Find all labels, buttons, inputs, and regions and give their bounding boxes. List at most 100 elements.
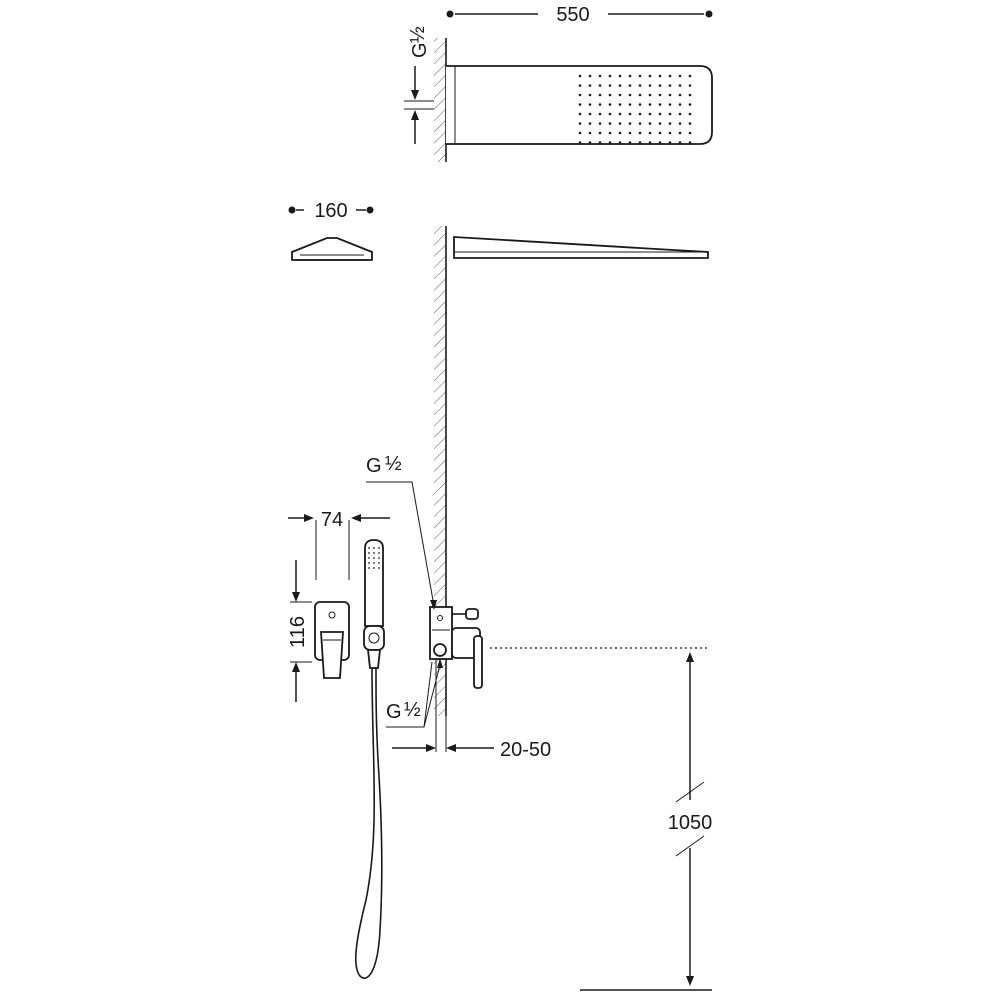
nozzle-dot [688,141,692,144]
nozzle-dot [678,74,682,78]
nozzle-dot [648,122,652,125]
nozzle-dot [608,74,612,78]
mixing-valve-body [429,606,483,689]
nozzle-dot [688,122,692,125]
nozzle-dot [658,141,662,144]
nozzle-dot [588,74,592,78]
nozzle-dot [588,141,592,144]
nozzle-dot [668,103,672,106]
nozzle-dot [598,122,602,125]
label-outlet-g: G [386,701,402,723]
nozzle-dot [628,131,632,135]
nozzle-dot [578,84,582,87]
nozzle-dot [578,141,582,144]
nozzle-dot [658,112,662,116]
nozzle-dot [658,131,662,135]
label-top-half: ½ [407,26,429,43]
nozzle-dot [668,122,672,125]
nozzle-dot [608,112,612,116]
shower-head-top-view [434,38,713,162]
nozzle-dot [608,93,612,97]
nozzle-dot [618,93,622,97]
nozzle-dot [598,74,602,78]
label-160: 160 [314,200,347,222]
nozzle-dot [658,93,662,97]
nozzle-dot [658,74,662,78]
nozzle-dot [608,103,612,106]
nozzle-dot [638,93,642,97]
nozzle-dot [638,141,642,144]
nozzle-dot [628,122,632,125]
hand-nozzle-dot [373,562,375,564]
dimension-valve-outlet: G ½ [386,658,443,728]
hand-nozzle-dot [373,552,375,554]
nozzle-dot [618,74,622,78]
nozzle-dot [628,103,632,106]
nozzle-dot [608,141,612,144]
hand-nozzle-dot [378,557,380,559]
nozzle-dot [598,141,602,144]
shower-head-end-view [291,237,373,261]
nozzle-dot [638,74,642,78]
nozzle-dot [618,112,622,116]
nozzle-dot [598,93,602,97]
nozzle-dot [588,131,592,135]
nozzle-dot [588,112,592,116]
nozzle-dot [688,74,692,78]
nozzle-dot [588,84,592,87]
nozzle-dot [588,122,592,125]
nozzle-dot [668,131,672,135]
nozzle-dot [618,103,622,106]
hand-nozzle-dot [368,557,370,559]
nozzle-dot [578,112,582,116]
nozzle-dot [688,84,692,87]
hand-nozzle-dot [373,567,375,569]
nozzle-dot [578,103,582,106]
nozzle-dot [578,122,582,125]
nozzle-dot [578,74,582,78]
nozzle-dot [578,93,582,97]
hand-nozzle-dot [378,547,380,549]
hand-nozzle-dot [368,567,370,569]
nozzle-dot [608,84,612,87]
nozzle-dot [678,103,682,106]
dimension-profile-width: 160 [288,200,374,222]
nozzle-dot [678,141,682,144]
nozzle-dot [668,74,672,78]
shower-head-end-profile [291,237,373,261]
hand-nozzle-dot [368,547,370,549]
nozzle-dot [608,122,612,125]
dimension-valve-inlet: G ½ [366,453,437,610]
nozzle-dot [638,112,642,116]
nozzle-dot [678,93,682,97]
label-74: 74 [321,509,343,531]
nozzle-dot [688,131,692,135]
dimension-plate-width: 74 [288,509,390,580]
nozzle-dot [618,131,622,135]
diverter-knob [465,608,479,620]
nozzle-dot [678,131,682,135]
nozzle-dot [688,112,692,116]
shower-head-profile [453,236,709,259]
hand-nozzle-dot [373,547,375,549]
label-outlet-half: ½ [404,699,421,721]
nozzle-dot [588,103,592,106]
nozzle-dot [668,141,672,144]
nozzle-dot [658,122,662,125]
nozzle-dot [658,84,662,87]
nozzle-dot [688,103,692,106]
nozzle-dot [638,122,642,125]
nozzle-dot [648,74,652,78]
dimension-top-connection: G ½ [404,26,434,144]
nozzle-dot [678,84,682,87]
hand-shower-holder [363,625,385,651]
hand-shower-head [364,539,384,627]
valve-outlet-port [433,643,447,657]
wall-section-top [434,38,446,162]
trim-plate-front-view [314,601,350,679]
label-1050: 1050 [668,812,713,834]
trim-handle-front [320,631,344,679]
dimension-shower-width: 550 [446,4,713,26]
label-top-g: G [409,42,431,58]
